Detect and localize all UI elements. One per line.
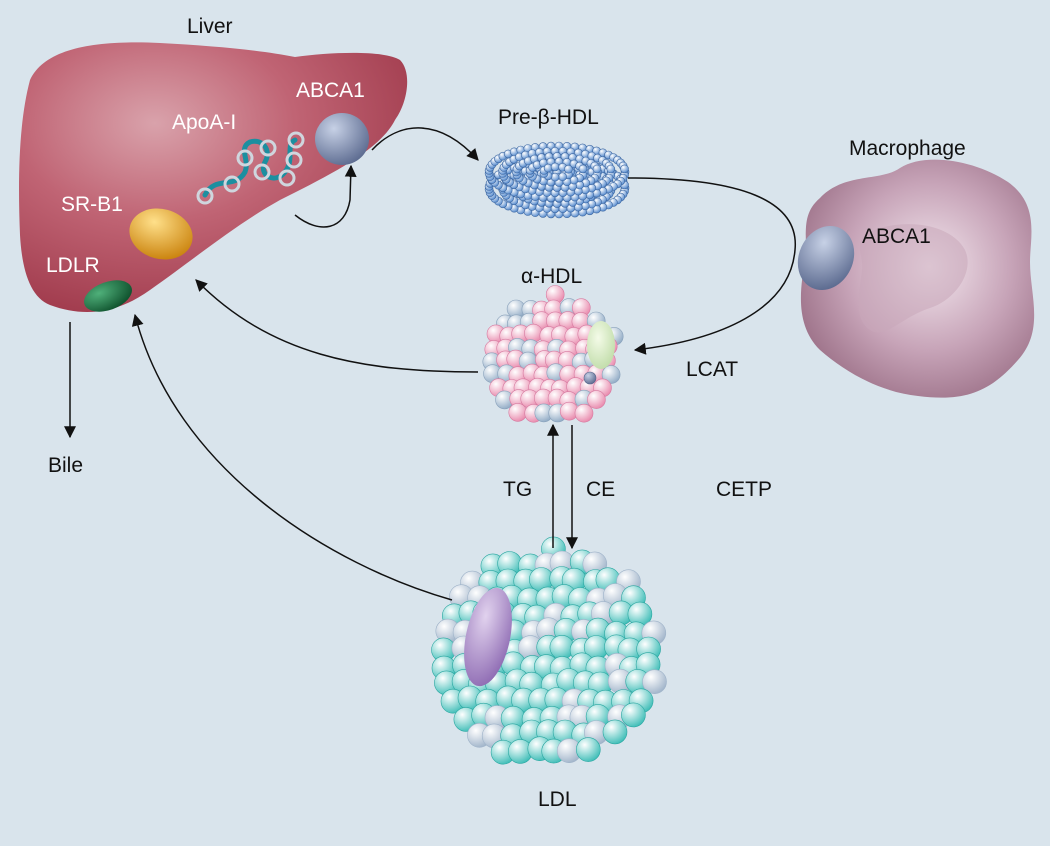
abca1-macrophage-receptor [797, 225, 855, 291]
arrow-abca1-to-pre-beta-hdl [371, 127, 479, 161]
apoa1-ribbon [196, 131, 305, 205]
label-macrophage: Macrophage [849, 137, 966, 160]
arrow-apoa1-to-abca1 [294, 164, 357, 228]
label-apoa1: ApoA-I [172, 111, 236, 134]
arrow-pre-beta-hdl-to-alpha-hdl [627, 177, 796, 355]
arrow-ldl-to-ldlr [131, 313, 453, 601]
label-cetp: CETP [716, 478, 772, 501]
label-pre-beta-hdl: Pre-β-HDL [498, 106, 599, 129]
abca1-liver-receptor [315, 113, 369, 165]
pre-beta-hdl-particle [484, 141, 630, 219]
label-abca1-macrophage: ABCA1 [862, 225, 931, 248]
label-abca1-liver: ABCA1 [296, 79, 365, 102]
label-srb1: SR-B1 [61, 193, 123, 216]
label-ldl: LDL [538, 788, 577, 811]
srb1-receptor [129, 208, 193, 260]
label-ce: CE [586, 478, 615, 501]
label-alpha-hdl: α-HDL [521, 265, 582, 288]
ldl-particle [431, 536, 667, 765]
alpha-hdl-particle [482, 285, 624, 423]
liver-organ [19, 42, 408, 313]
label-lcat: LCAT [686, 358, 738, 381]
macrophage-nucleus [858, 224, 968, 333]
label-liver: Liver [187, 15, 233, 38]
label-ldlr: LDLR [46, 254, 100, 277]
ldlr-receptor [84, 280, 132, 312]
label-bile: Bile [48, 454, 83, 477]
label-tg: TG [503, 478, 532, 501]
arrow-alpha-hdl-to-srb1 [195, 279, 479, 373]
